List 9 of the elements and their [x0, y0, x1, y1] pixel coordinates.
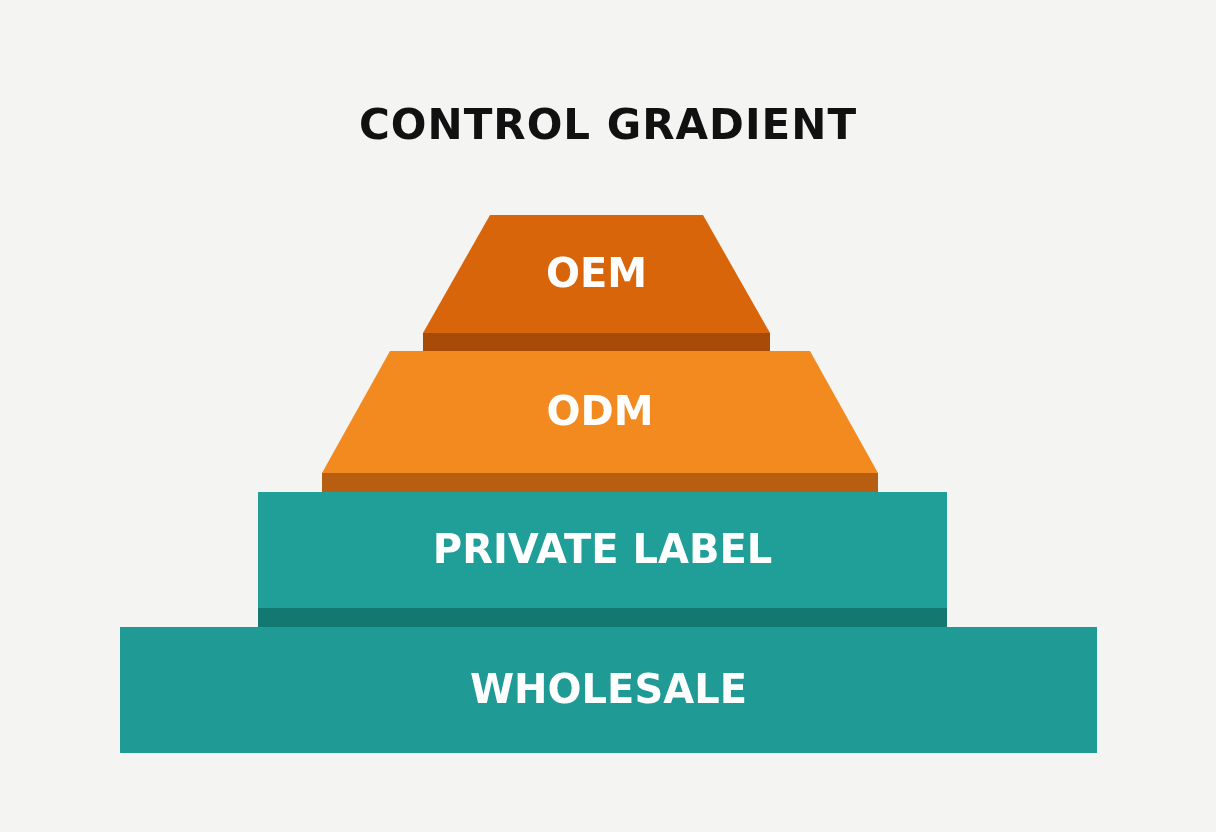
- diagram-title: CONTROL GRADIENT: [357, 100, 859, 149]
- tier-label: WHOLESALE: [469, 666, 748, 712]
- tier-label: OEM: [544, 250, 649, 296]
- pyramid-tier: [322, 351, 878, 492]
- pyramid-tier: [423, 215, 770, 351]
- tier-label: PRIVATE LABEL: [431, 526, 774, 572]
- tier-label: ODM: [545, 388, 655, 434]
- pyramid-tier: [258, 492, 947, 627]
- pyramid-tier: [120, 627, 1097, 753]
